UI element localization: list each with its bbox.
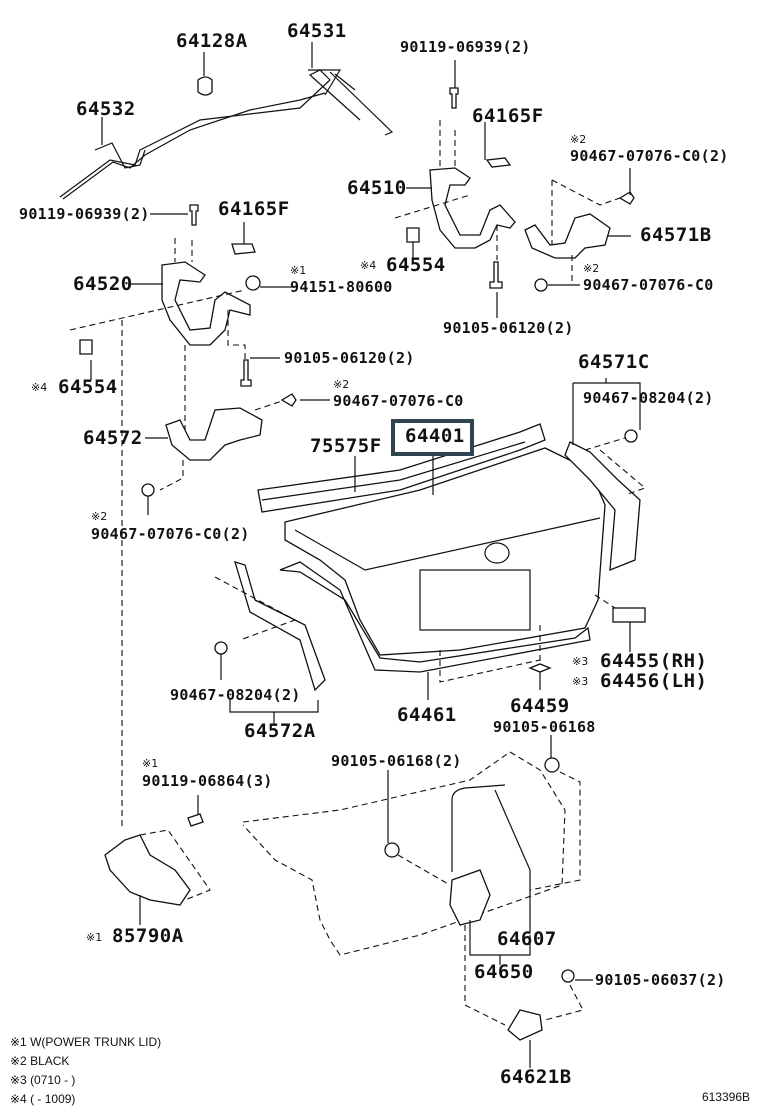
highlight-box-64401 bbox=[391, 419, 474, 456]
legend-item: ※2 BLACK bbox=[10, 1054, 70, 1068]
weatherstrip-64461 bbox=[279, 561, 591, 673]
bumper-64554-left bbox=[79, 339, 93, 355]
legend-item: ※4 ( - 1009) bbox=[10, 1092, 76, 1106]
label-64461[interactable]: 64461 bbox=[397, 704, 457, 726]
label-64572A[interactable]: 64572A bbox=[244, 720, 316, 742]
label-90105-06120-left[interactable]: 90105-06120(2) bbox=[284, 349, 415, 367]
legend-item: ※1 W(POWER TRUNK LID) bbox=[10, 1035, 162, 1049]
label-90119-06939-left[interactable]: 90119-06939(2) bbox=[19, 205, 150, 223]
hinge-cover-64572 bbox=[165, 407, 263, 461]
footnote-legend: ※1 W(POWER TRUNK LID) ※2 BLACK ※3 (0710 … bbox=[10, 1033, 161, 1109]
torsion-bar-64532 bbox=[59, 69, 361, 200]
clip-90467-07076-right-top bbox=[618, 191, 635, 205]
label-64532[interactable]: 64532 bbox=[76, 98, 136, 120]
hinge-64520 bbox=[161, 261, 251, 346]
cover-64572A bbox=[234, 561, 326, 692]
label-64510[interactable]: 64510 bbox=[347, 177, 407, 199]
label-64401[interactable]: 64401 bbox=[405, 425, 465, 447]
cushion-64455-64456 bbox=[612, 607, 646, 623]
label-64531[interactable]: 64531 bbox=[287, 20, 347, 42]
bolt-90105-06037 bbox=[561, 969, 575, 983]
bolt-90105-06120-right bbox=[489, 261, 503, 289]
label-90467-08204-right[interactable]: 90467-08204(2) bbox=[583, 389, 714, 407]
trunk-lid-outline bbox=[242, 751, 566, 956]
diagram-reference-number: 613396B bbox=[701, 1090, 750, 1104]
bolt-90119-06939-left bbox=[189, 204, 199, 226]
mark-3: ※3 bbox=[572, 675, 589, 688]
mark-1: ※1 bbox=[290, 264, 307, 277]
clip-90467-07076-right-bottom bbox=[534, 278, 548, 292]
hinge-cover-64571B bbox=[524, 213, 611, 259]
nut-94151-80600 bbox=[245, 275, 261, 291]
clip-90467-07076-left-top bbox=[280, 393, 297, 407]
trunk-lid-64401 bbox=[284, 447, 606, 656]
mark-4: ※4 bbox=[360, 259, 377, 272]
label-64554-right[interactable]: 64554 bbox=[386, 254, 446, 276]
label-64621B[interactable]: 64621B bbox=[500, 1066, 572, 1088]
legend-item: ※3 (0710 - ) bbox=[10, 1073, 76, 1087]
label-90467-07076-right-2[interactable]: 90467-07076-C0(2) bbox=[570, 147, 729, 165]
label-90467-08204-left[interactable]: 90467-08204(2) bbox=[170, 686, 301, 704]
label-64572[interactable]: 64572 bbox=[83, 427, 143, 449]
label-64554-left[interactable]: 64554 bbox=[58, 376, 118, 398]
label-64456[interactable]: 64456(LH) bbox=[600, 670, 708, 692]
cover-64459 bbox=[528, 663, 552, 673]
label-85790A[interactable]: 85790A bbox=[112, 925, 184, 947]
label-64607[interactable]: 64607 bbox=[497, 928, 557, 950]
label-64520[interactable]: 64520 bbox=[73, 273, 133, 295]
label-90467-07076-right[interactable]: 90467-07076-C0 bbox=[583, 276, 714, 294]
weatherstrip-75575F bbox=[257, 423, 546, 513]
mark-2: ※2 bbox=[333, 378, 350, 391]
label-64165F-right[interactable]: 64165F bbox=[472, 105, 544, 127]
bolt-90119-06939-right bbox=[449, 87, 459, 109]
mark-1: ※1 bbox=[142, 757, 159, 770]
clip-90467-08204-left bbox=[214, 641, 228, 655]
clip-90467-07076-left-bottom bbox=[141, 483, 155, 497]
label-94151-80600[interactable]: 94151-80600 bbox=[290, 278, 393, 296]
label-64455[interactable]: 64455(RH) bbox=[600, 650, 708, 672]
label-90119-06864[interactable]: 90119-06864(3) bbox=[142, 772, 273, 790]
label-90467-07076-left-2[interactable]: 90467-07076-C0(2) bbox=[91, 525, 250, 543]
label-90119-06939-right[interactable]: 90119-06939(2) bbox=[400, 38, 531, 56]
striker-64621B bbox=[507, 1009, 543, 1041]
clip-64128A bbox=[197, 76, 213, 96]
label-75575F[interactable]: 75575F bbox=[310, 435, 382, 457]
label-90467-07076-mid[interactable]: 90467-07076-C0 bbox=[333, 392, 464, 410]
hinge-64510 bbox=[429, 167, 516, 249]
retainer-64165F-left bbox=[231, 243, 256, 255]
label-90105-06120-right[interactable]: 90105-06120(2) bbox=[443, 319, 574, 337]
label-64165F-left[interactable]: 64165F bbox=[218, 198, 290, 220]
clip-90467-08204-right bbox=[624, 429, 638, 443]
label-64459[interactable]: 64459 bbox=[510, 695, 570, 717]
retainer-64165F-right bbox=[485, 157, 512, 168]
label-64128A[interactable]: 64128A bbox=[176, 30, 248, 52]
mark-3: ※3 bbox=[572, 655, 589, 668]
mark-2: ※2 bbox=[91, 510, 108, 523]
mark-4: ※4 bbox=[31, 381, 48, 394]
label-64571B[interactable]: 64571B bbox=[640, 224, 712, 246]
mark-2: ※2 bbox=[570, 133, 587, 146]
label-64650[interactable]: 64650 bbox=[474, 961, 534, 983]
bumper-64554-right bbox=[406, 227, 420, 243]
torsion-bar-64531 bbox=[308, 69, 394, 136]
closer-85790A bbox=[104, 834, 191, 906]
lock-64650 bbox=[449, 784, 506, 926]
mark-1: ※1 bbox=[86, 931, 103, 944]
label-90105-06037[interactable]: 90105-06037(2) bbox=[595, 971, 726, 989]
bolt-90105-06120-left bbox=[240, 359, 252, 387]
label-90105-06168-left[interactable]: 90105-06168(2) bbox=[331, 752, 462, 770]
bolt-90105-06168-left bbox=[384, 842, 400, 858]
label-90105-06168-right[interactable]: 90105-06168 bbox=[493, 718, 596, 736]
label-64571C[interactable]: 64571C bbox=[578, 351, 650, 373]
bolt-90119-06864 bbox=[187, 813, 204, 827]
mark-2: ※2 bbox=[583, 262, 600, 275]
cover-64571C bbox=[564, 441, 641, 571]
bolt-90105-06168-right bbox=[544, 757, 560, 773]
